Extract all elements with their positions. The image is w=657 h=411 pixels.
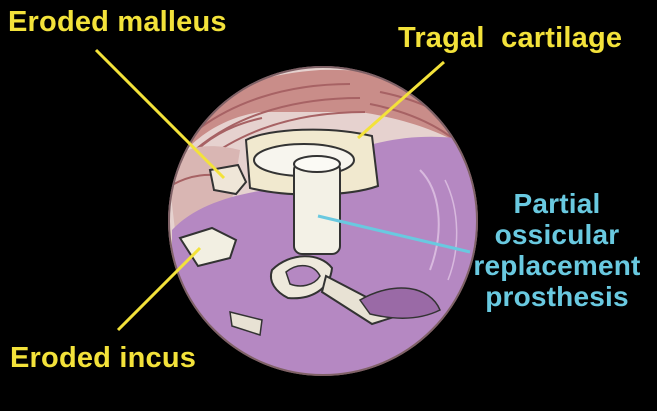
label-partial-ossicular-replacement-prosthesis: Partial ossicular replacement prosthesis [462, 188, 652, 312]
label-eroded-incus: Eroded incus [10, 342, 196, 375]
label-tragal-cartilage: Tragal cartilage [398, 22, 622, 55]
label-eroded-malleus: Eroded malleus [8, 6, 227, 39]
prosthesis-shaft [294, 162, 340, 254]
